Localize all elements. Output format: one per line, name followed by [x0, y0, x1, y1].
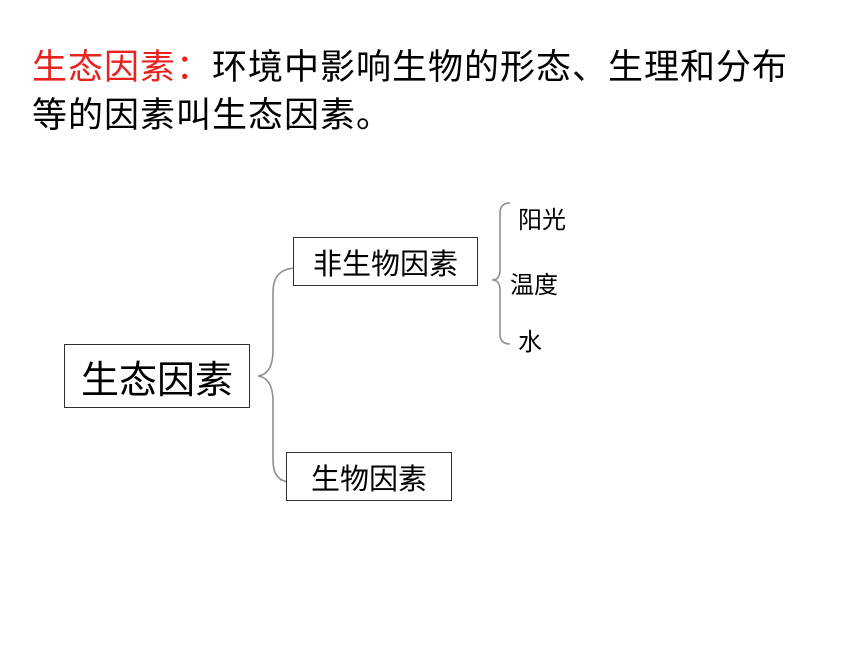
definition-term: 生态因素：	[32, 48, 213, 88]
biotic-factors-label: 生物因素	[310, 461, 427, 496]
definition-body: 环境中影响生物的形态、生理和分布等的因素叫生态因素。	[32, 48, 789, 136]
abiotic-brace	[491, 202, 511, 345]
leaf-water: 水	[518, 328, 542, 356]
definition-text: 生态因素：环境中影响生物的形态、生理和分布等的因素叫生态因素。	[32, 44, 792, 140]
root-node-label: 生态因素	[80, 357, 233, 402]
abiotic-factors-box: 非生物因素	[293, 237, 478, 286]
leaf-sunlight: 阳光	[518, 206, 566, 234]
abiotic-factors-label: 非生物因素	[312, 246, 458, 281]
leaf-temperature: 温度	[510, 271, 558, 299]
root-brace	[257, 267, 298, 483]
biotic-factors-box: 生物因素	[286, 452, 452, 501]
root-node-box: 生态因素	[64, 344, 250, 408]
